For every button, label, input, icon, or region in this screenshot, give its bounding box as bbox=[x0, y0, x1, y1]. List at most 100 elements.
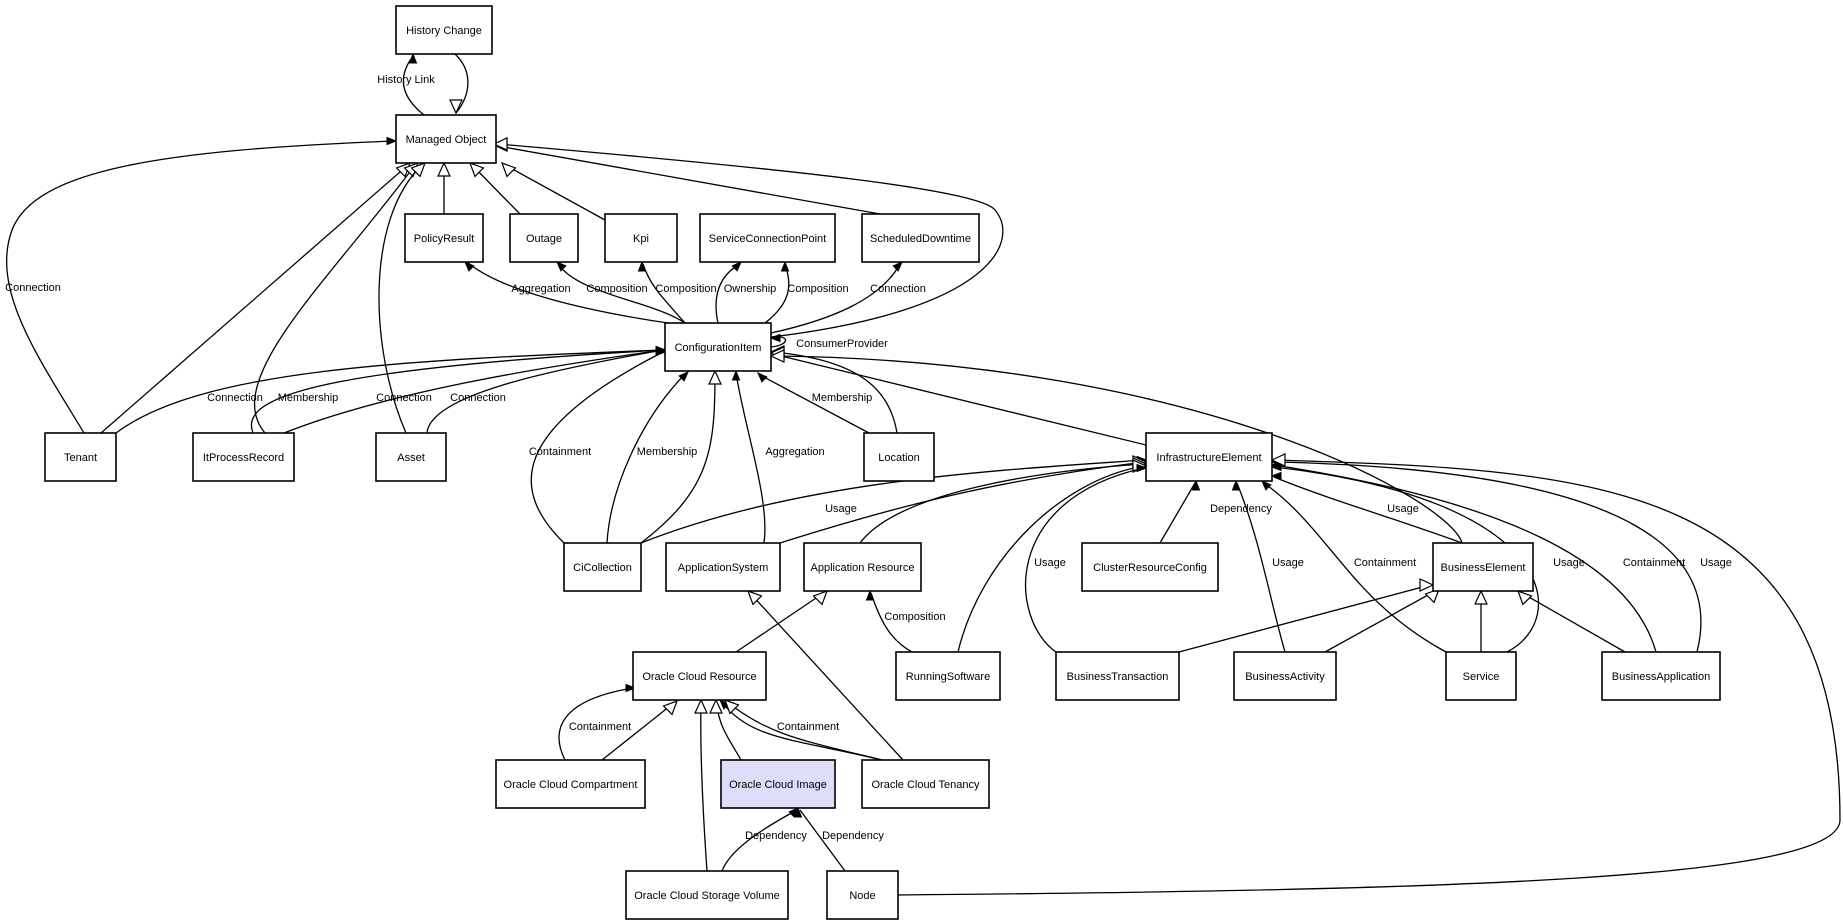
edge-label: Connection bbox=[376, 392, 432, 404]
edge-ci-collection-to-configuration-item-association bbox=[530, 347, 667, 544]
inheritance-arrowhead-icon bbox=[769, 349, 785, 363]
edge-line bbox=[1273, 476, 1463, 544]
class-box bbox=[563, 542, 642, 592]
edge-label: Dependency bbox=[745, 830, 807, 842]
class-label: Application Resource bbox=[811, 562, 915, 574]
edge-business-activity-to-infrastructure-element-association bbox=[1231, 479, 1286, 653]
class-node-oracle-cloud-storage-volume[interactable]: Oracle Cloud Storage Volume bbox=[625, 870, 789, 920]
class-node-business-activity[interactable]: BusinessActivity bbox=[1233, 651, 1337, 701]
edge-label: Membership bbox=[278, 392, 339, 404]
class-box bbox=[625, 870, 789, 920]
class-box bbox=[803, 542, 922, 592]
edge-configuration-item-to-scheduled-downtime-association bbox=[770, 261, 903, 334]
class-node-oracle-cloud-image[interactable]: Oracle Cloud Image bbox=[720, 759, 836, 809]
class-node-business-application[interactable]: BusinessApplication bbox=[1601, 651, 1721, 701]
class-box bbox=[665, 542, 781, 592]
inheritance-arrowhead-icon bbox=[708, 369, 722, 385]
edge-line bbox=[735, 372, 766, 544]
class-node-application-resource[interactable]: Application Resource bbox=[803, 542, 922, 592]
class-box bbox=[395, 5, 493, 55]
edge-configuration-item-to-outage-association bbox=[556, 261, 686, 324]
edge-label: Composition bbox=[787, 283, 848, 295]
edge-location-to-configuration-item-inheritance bbox=[769, 345, 898, 434]
class-node-infrastructure-element[interactable]: InfrastructureElement bbox=[1145, 432, 1273, 482]
edge-line bbox=[497, 145, 881, 215]
edge-policy-result-to-managed-object-inheritance bbox=[437, 161, 451, 214]
edge-line bbox=[471, 164, 521, 215]
edge-service-to-infrastructure-element-association bbox=[1261, 480, 1447, 653]
class-node-business-element[interactable]: BusinessElement bbox=[1432, 542, 1534, 592]
class-box bbox=[509, 213, 579, 263]
class-node-outage[interactable]: Outage bbox=[509, 213, 579, 263]
inheritance-arrowhead-icon bbox=[723, 698, 740, 715]
class-box bbox=[192, 432, 295, 482]
class-node-location[interactable]: Location bbox=[863, 432, 935, 482]
class-node-oracle-cloud-resource[interactable]: Oracle Cloud Resource bbox=[632, 651, 767, 701]
class-node-application-system[interactable]: ApplicationSystem bbox=[665, 542, 781, 592]
class-node-kpi[interactable]: Kpi bbox=[604, 213, 678, 263]
edge-line bbox=[426, 349, 664, 434]
inheritance-arrowhead-icon bbox=[492, 137, 508, 151]
association-arrowhead-icon bbox=[1270, 471, 1282, 481]
class-node-ci-collection[interactable]: CiCollection bbox=[563, 542, 642, 592]
class-node-node[interactable]: Node bbox=[826, 870, 899, 920]
association-arrowhead-icon bbox=[637, 260, 647, 272]
edge-line bbox=[759, 374, 870, 434]
class-label: Service bbox=[1463, 671, 1500, 683]
class-box bbox=[664, 322, 772, 372]
class-node-managed-object[interactable]: Managed Object bbox=[395, 114, 497, 164]
inheritance-arrowhead-icon bbox=[1516, 589, 1533, 606]
edge-ci-collection-to-configuration-item-inheritance bbox=[640, 369, 722, 544]
class-node-history-change[interactable]: History Change bbox=[395, 5, 493, 55]
class-node-it-process-record[interactable]: ItProcessRecord bbox=[192, 432, 295, 482]
edge-line bbox=[726, 701, 883, 761]
edge-label: Containment bbox=[777, 721, 839, 733]
class-label: ScheduledDowntime bbox=[870, 233, 971, 245]
association-arrowhead-icon bbox=[408, 52, 418, 64]
edge-business-transaction-to-business-element-inheritance bbox=[1178, 578, 1435, 653]
edge-line bbox=[6, 140, 395, 434]
class-label: ClusterResourceConfig bbox=[1093, 562, 1207, 574]
association-arrowhead-icon bbox=[892, 261, 903, 272]
class-node-running-software[interactable]: RunningSoftware bbox=[895, 651, 1001, 701]
class-node-business-transaction[interactable]: BusinessTransaction bbox=[1055, 651, 1180, 701]
class-node-policy-result[interactable]: PolicyResult bbox=[404, 213, 484, 263]
edge-label: Connection bbox=[207, 392, 263, 404]
edge-label: Containment bbox=[1623, 557, 1685, 569]
edge-cluster-resource-config-to-infrastructure-element-association bbox=[1159, 479, 1201, 544]
edge-configuration-item-to-policy-result-association bbox=[464, 261, 669, 324]
class-label: Kpi bbox=[633, 233, 649, 245]
association-arrowhead-icon bbox=[556, 261, 567, 272]
association-arrowhead-icon bbox=[1261, 480, 1272, 491]
class-box bbox=[604, 213, 678, 263]
class-box bbox=[44, 432, 117, 482]
class-node-oracle-cloud-compartment[interactable]: Oracle Cloud Compartment bbox=[495, 759, 646, 809]
class-label: Oracle Cloud Storage Volume bbox=[634, 890, 780, 902]
association-arrowhead-icon bbox=[865, 589, 875, 601]
class-node-scheduled-downtime[interactable]: ScheduledDowntime bbox=[861, 213, 980, 263]
class-label: Oracle Cloud Compartment bbox=[504, 779, 638, 791]
edge-line bbox=[779, 461, 1145, 544]
edge-label: Membership bbox=[812, 392, 873, 404]
association-arrowhead-icon bbox=[678, 371, 689, 382]
class-node-cluster-resource-config[interactable]: ClusterResourceConfig bbox=[1081, 542, 1219, 592]
edge-label: Containment bbox=[569, 721, 631, 733]
class-box bbox=[375, 432, 447, 482]
class-node-service[interactable]: Service bbox=[1445, 651, 1517, 701]
edge-label: Usage bbox=[1272, 557, 1304, 569]
edge-line bbox=[1178, 584, 1431, 653]
class-node-configuration-item[interactable]: ConfigurationItem bbox=[664, 322, 772, 372]
inheritance-arrowhead-icon bbox=[449, 99, 463, 115]
class-node-oracle-cloud-tenancy[interactable]: Oracle Cloud Tenancy bbox=[861, 759, 990, 809]
class-node-tenant[interactable]: Tenant bbox=[44, 432, 117, 482]
edge-label: Aggregation bbox=[511, 283, 570, 295]
inheritance-arrowhead-icon bbox=[812, 589, 829, 606]
class-node-service-connection-point[interactable]: ServiceConnectionPoint bbox=[699, 213, 836, 263]
class-label: Asset bbox=[397, 452, 425, 464]
edge-label: Usage bbox=[1553, 557, 1585, 569]
edge-line bbox=[772, 353, 1147, 446]
association-arrowhead-icon bbox=[719, 699, 730, 710]
edge-line bbox=[1273, 461, 1702, 653]
class-node-asset[interactable]: Asset bbox=[375, 432, 447, 482]
